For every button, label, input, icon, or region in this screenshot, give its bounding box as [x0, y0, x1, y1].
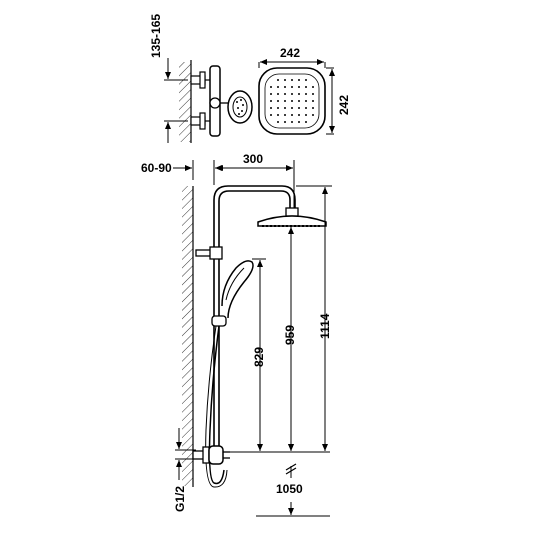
- nozzle-dot: [270, 107, 272, 109]
- nozzle-dot: [291, 114, 293, 116]
- nozzle-dot: [298, 100, 300, 102]
- nozzle-dot: [312, 93, 314, 95]
- nozzle-dot: [298, 86, 300, 88]
- nozzle-dot: [305, 114, 307, 116]
- nozzle-dot: [284, 86, 286, 88]
- nozzle-dot: [291, 121, 293, 123]
- showerhead-nozzles: [270, 79, 314, 123]
- side-view: 60-90 300: [141, 152, 332, 517]
- nozzle-dot: [291, 93, 293, 95]
- nozzle-dot: [277, 107, 279, 109]
- handshower-top: [227, 90, 253, 124]
- nozzle-dot: [312, 100, 314, 102]
- nozzle-dot: [277, 79, 279, 81]
- nozzle-dot: [305, 121, 307, 123]
- nozzle-dot: [270, 114, 272, 116]
- showerhead-plan: [258, 67, 326, 135]
- nozzle-dot: [277, 100, 279, 102]
- nozzle-dot: [298, 114, 300, 116]
- nozzle-dot: [291, 86, 293, 88]
- wall-hatch-top: [179, 62, 191, 142]
- nozzle-dot: [277, 93, 279, 95]
- nozzle-dot: [291, 100, 293, 102]
- nozzle-dot: [270, 100, 272, 102]
- handshower-side: [211, 260, 254, 327]
- mixer-valves: [192, 445, 230, 465]
- nozzle-dot: [312, 114, 314, 116]
- nozzle-dot: [291, 107, 293, 109]
- nozzle-dot: [277, 114, 279, 116]
- nozzle-dot: [270, 86, 272, 88]
- wall-distance-label: 135-165: [149, 14, 163, 58]
- head-total-height-label: 959: [283, 325, 297, 345]
- nozzle-dot: [312, 86, 314, 88]
- showerhead-side: [257, 207, 327, 227]
- nozzle-dot: [284, 100, 286, 102]
- nozzle-dot: [270, 93, 272, 95]
- nozzle-dot: [284, 121, 286, 123]
- nozzle-dot: [312, 107, 314, 109]
- top-view: 242 242 135-165: [149, 14, 351, 143]
- wall-hatch-side: [182, 186, 193, 486]
- nozzle-dot: [284, 79, 286, 81]
- wall-gap-label: 60-90: [141, 161, 172, 175]
- nozzle-dot: [305, 79, 307, 81]
- handshower-height-label: 829: [252, 347, 266, 367]
- valve-lower: [190, 112, 206, 130]
- shower-column: [213, 185, 296, 452]
- nozzle-dot: [298, 121, 300, 123]
- nozzle-dot: [284, 114, 286, 116]
- nozzle-dot: [305, 93, 307, 95]
- nozzle-dot: [298, 93, 300, 95]
- nozzle-dot: [284, 93, 286, 95]
- nozzle-dot: [305, 107, 307, 109]
- head-width-label: 242: [280, 46, 300, 60]
- nozzle-dot: [305, 100, 307, 102]
- valve-upper: [190, 71, 206, 89]
- arm-length-label: 300: [243, 152, 263, 166]
- nozzle-dot: [291, 79, 293, 81]
- nozzle-dot: [305, 86, 307, 88]
- floor-height-label: 1050: [276, 482, 303, 496]
- nozzle-dot: [298, 79, 300, 81]
- column-height-label: 1114: [318, 313, 332, 339]
- nozzle-dot: [277, 86, 279, 88]
- head-height-label: 242: [337, 95, 351, 115]
- nozzle-dot: [277, 121, 279, 123]
- nozzle-dot: [284, 107, 286, 109]
- thread-label: G1/2: [173, 486, 187, 512]
- nozzle-dot: [298, 107, 300, 109]
